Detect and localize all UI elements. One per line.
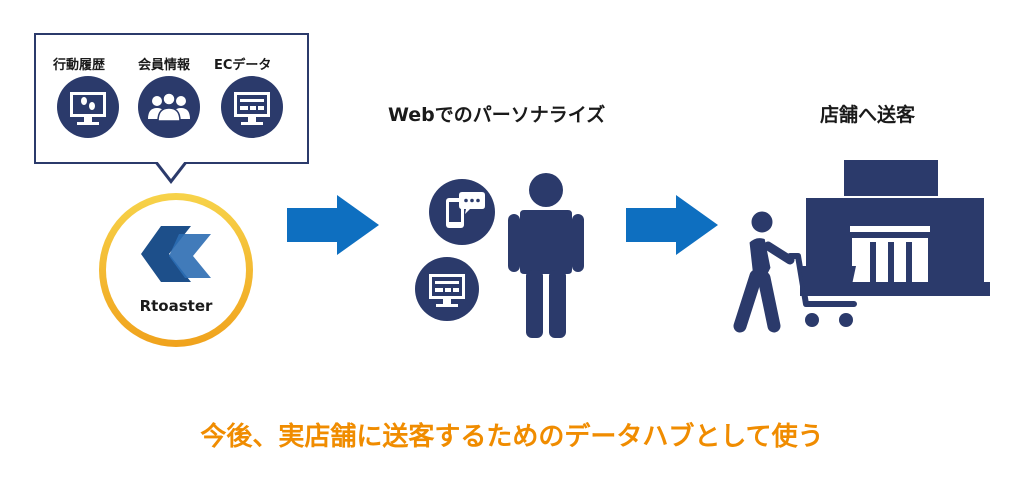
source-label-ec: ECデータ [214, 58, 272, 73]
monitor-footprints-icon [57, 76, 119, 138]
ec-monitor-icon [221, 76, 283, 138]
shopper-cart-icon [733, 208, 857, 333]
source-label-member: 会員情報 [138, 58, 191, 73]
store-title: 店舗へ送客 [820, 104, 916, 126]
web-monitor-icon [415, 257, 479, 321]
source-label-behavior: 行動履歴 [53, 58, 106, 73]
rtoaster-logo-icon [141, 226, 211, 282]
smartphone-chat-icon [429, 179, 495, 245]
flow-arrow-1 [287, 195, 379, 255]
rtoaster-name: Rtoaster [139, 297, 213, 315]
web-personalization-title: Webでのパーソナライズ [388, 104, 606, 126]
person-icon [508, 173, 584, 338]
member-group-icon [138, 76, 200, 138]
flow-arrow-2 [626, 195, 718, 255]
summary-caption: 今後、実店舗に送客するためのデータハブとして使う [200, 422, 824, 452]
